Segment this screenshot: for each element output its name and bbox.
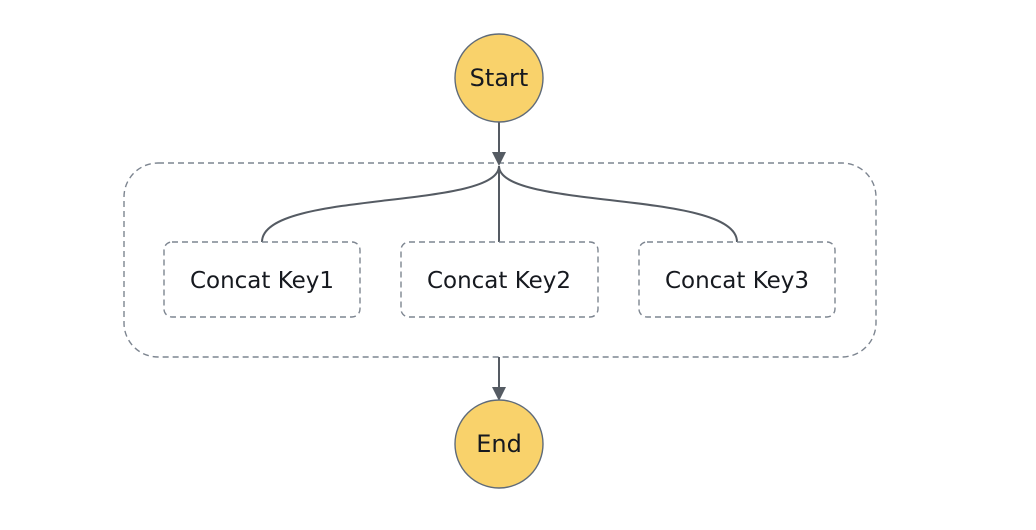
branch-state-1-box — [163, 241, 361, 318]
start-circle — [454, 33, 544, 123]
branch-state-3[interactable]: Concat Key3 — [638, 241, 836, 318]
branch-state-2-box — [400, 241, 599, 318]
branch-state-3-box — [638, 241, 836, 318]
start-label: Start — [470, 64, 529, 92]
edge-junction-to-branch-1 — [261, 165, 500, 243]
branch-state-3-label: Concat Key3 — [665, 268, 809, 294]
start-node[interactable]: Start — [454, 33, 544, 123]
branch-state-1[interactable]: Concat Key1 — [163, 241, 361, 318]
arrowhead-parallel-to-end — [492, 387, 506, 401]
end-label: End — [476, 430, 522, 458]
end-circle — [454, 399, 544, 489]
edge-junction-to-branch-3 — [498, 165, 738, 243]
branch-state-2-label: Concat Key2 — [427, 268, 571, 294]
arrowhead-start-to-parallel — [492, 152, 506, 166]
end-node[interactable]: End — [454, 399, 544, 489]
branch-state-1-label: Concat Key1 — [190, 268, 334, 294]
branch-state-2[interactable]: Concat Key2 — [400, 241, 599, 318]
